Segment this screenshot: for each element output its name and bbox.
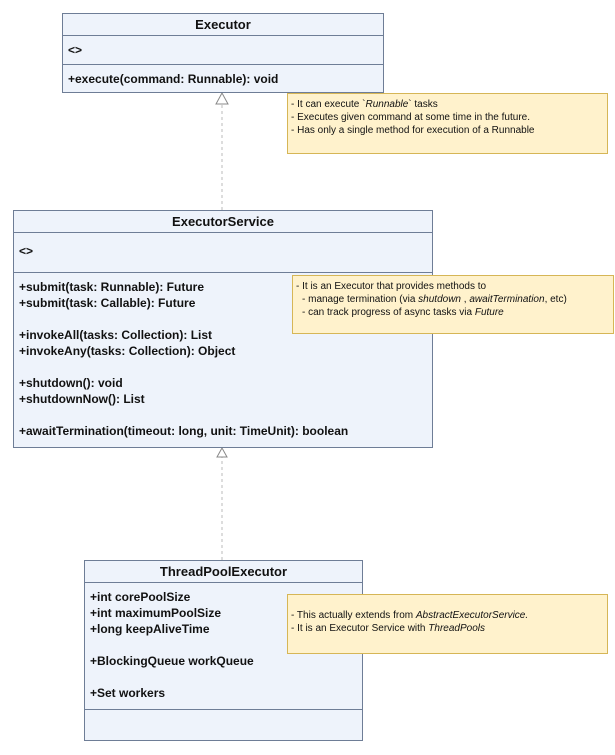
threadpoolexecutor-fields: +int corePoolSize +int maximumPoolSize +…	[85, 583, 362, 710]
realization-arrowhead-executorservice	[216, 446, 228, 458]
keepalivetime-field: +long keepAliveTime	[90, 622, 210, 636]
threadpoolexecutor-operations	[85, 710, 362, 740]
awaittermination-op: +awaitTermination(timeout: long, unit: T…	[19, 424, 349, 438]
workers-field: +Set workers	[90, 686, 166, 700]
realization-arrowhead-executor	[215, 91, 229, 105]
invokeall-op: +invokeAll(tasks: Collection): List	[19, 328, 213, 342]
corepoolsize-field: +int corePoolSize	[90, 590, 191, 604]
executorservice-note-line-3: - can track progress of async tasks via …	[302, 307, 504, 318]
executor-note: - It can execute `Runnable` tasks - Exec…	[287, 93, 608, 154]
executorservice-note: - It is an Executor that provides method…	[292, 275, 614, 334]
executorservice-class-title: ExecutorService	[14, 211, 432, 233]
executorservice-note-line-1: - It is an Executor that provides method…	[296, 281, 487, 292]
executorservice-stereotype: <>	[14, 233, 432, 273]
executorservice-stereotype-text: <>	[19, 244, 34, 258]
executor-execute-op: +execute(command: Runnable): void	[68, 72, 279, 86]
threadpoolexecutor-note-line-2: - It is an Executor Service with ThreadP…	[291, 623, 485, 634]
threadpoolexecutor-class-title: ThreadPoolExecutor	[85, 561, 362, 583]
executorservice-note-line-2: - manage termination (via shutdown , awa…	[302, 294, 567, 305]
executor-stereotype-text: <>	[68, 43, 83, 57]
workqueue-field: +BlockingQueue workQueue	[90, 654, 254, 668]
executorservice-class[interactable]: ExecutorService <> +submit(task: Runnabl…	[13, 210, 433, 448]
submit-runnable-op: +submit(task: Runnable): Future	[19, 280, 205, 294]
executor-note-line-2: - Executes given command at some time in…	[291, 112, 530, 123]
shutdownnow-op: +shutdownNow(): List	[19, 392, 145, 406]
executor-note-line-1: - It can execute `Runnable` tasks	[291, 99, 438, 110]
threadpoolexecutor-note: - This actually extends from AbstractExe…	[287, 594, 608, 654]
executor-stereotype: <>	[63, 36, 383, 65]
executorservice-operations: +submit(task: Runnable): Future +submit(…	[14, 273, 432, 442]
executor-note-line-3: - Has only a single method for execution…	[291, 125, 535, 136]
threadpoolexecutor-note-line-1: - This actually extends from AbstractExe…	[291, 610, 529, 621]
executor-class-title: Executor	[63, 14, 383, 36]
submit-callable-op: +submit(task: Callable): Future	[19, 296, 196, 310]
maximumpoolsize-field: +int maximumPoolSize	[90, 606, 222, 620]
shutdown-op: +shutdown(): void	[19, 376, 123, 390]
executor-operations: +execute(command: Runnable): void	[63, 65, 383, 90]
invokeany-op: +invokeAny(tasks: Collection): Object	[19, 344, 236, 358]
executor-class[interactable]: Executor <> +execute(command: Runnable):…	[62, 13, 384, 93]
